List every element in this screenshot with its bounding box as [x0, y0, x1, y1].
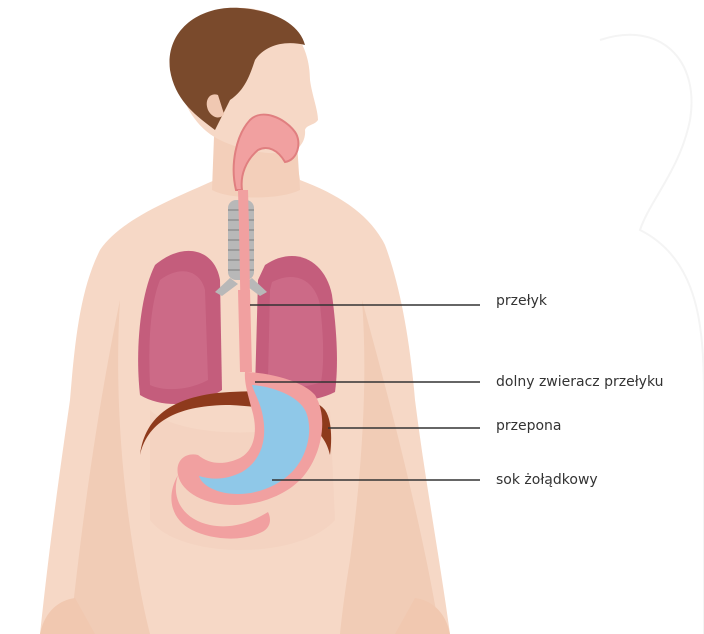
background-silhouette	[600, 35, 704, 634]
label-lower-sphincter: dolny zwieracz przełyku	[496, 374, 664, 390]
esophagus-lower	[238, 290, 252, 372]
label-gastric-juice: sok żołądkowy	[496, 472, 598, 488]
label-diaphragm: przepona	[496, 418, 562, 434]
label-esophagus: przełyk	[496, 293, 547, 309]
